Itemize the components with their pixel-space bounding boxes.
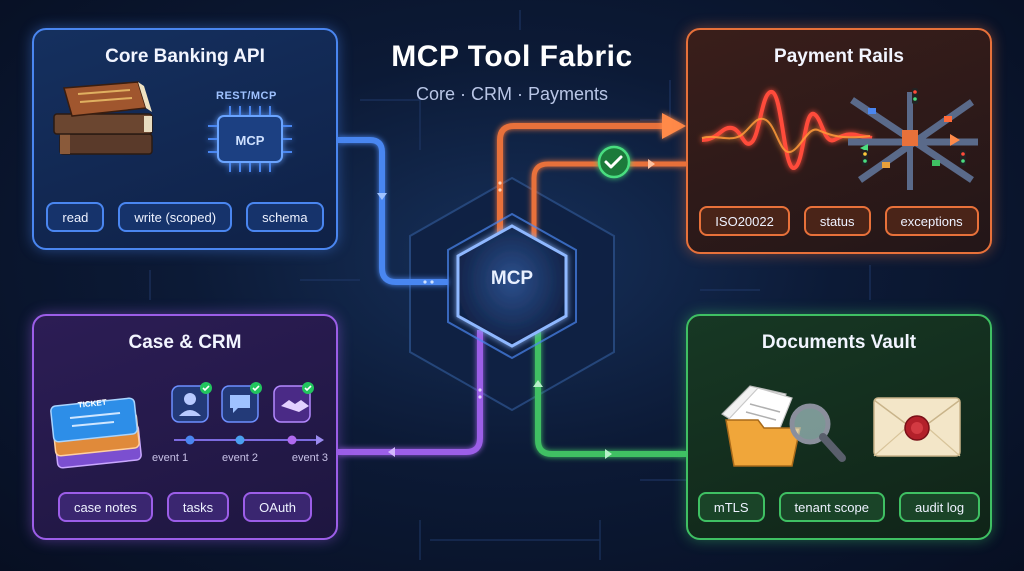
chip-case-notes[interactable]: case notes (57, 492, 153, 522)
documents-connector (535, 330, 686, 457)
card-title: Payment Rails (774, 46, 904, 67)
flow-marker (648, 159, 655, 169)
card-title: Documents Vault (761, 332, 917, 353)
chip-write-scoped[interactable]: write (scoped) (118, 202, 233, 232)
chip-tasks[interactable]: tasks (166, 492, 230, 522)
event-2-label: event 2 (221, 452, 259, 464)
handshake-icon (273, 385, 311, 423)
crm-chips: case notes tasks OAuth (34, 492, 336, 522)
event-labels: event 1 event 2 event 3 (152, 452, 328, 464)
waveform-icon (701, 90, 873, 171)
crm-connector (338, 330, 483, 455)
flow-marker (377, 193, 387, 200)
ticket-icon (50, 397, 142, 469)
chip-mtls[interactable]: mTLS (697, 492, 765, 522)
core-chips: read write (scoped) schema (34, 202, 336, 232)
chat-icon (221, 385, 259, 423)
chip-read[interactable]: read (46, 202, 105, 232)
flow-marker (605, 449, 612, 459)
chip-status[interactable]: status (803, 206, 871, 236)
card-core-banking[interactable]: Core Banking API REST/MCP MCP read w (32, 28, 338, 250)
circuit-background (149, 10, 871, 560)
crm-illustration: TICKET (50, 382, 324, 469)
flow-marker (388, 447, 395, 457)
page-subtitle: Core · CRM · Payments (415, 84, 609, 104)
sealed-envelope-icon (873, 397, 961, 457)
check-icon (597, 145, 631, 179)
magnifier-icon (789, 403, 846, 462)
chip-audit-log[interactable]: audit log (898, 492, 981, 522)
rest-mcp-label: REST/MCP (216, 90, 277, 102)
payments-chips: ISO20022 status exceptions (688, 206, 990, 236)
chip-tenant-scope[interactable]: tenant scope (778, 492, 885, 522)
payments-illustration (701, 88, 978, 190)
event-3-label: event 3 (291, 452, 328, 464)
chip-iso20022[interactable]: ISO20022 (699, 206, 790, 236)
card-case-crm[interactable]: Case & CRM TICKET (32, 314, 338, 540)
chip-oauth[interactable]: OAuth (243, 492, 313, 522)
chip-exceptions[interactable]: exceptions (884, 206, 979, 236)
event-1-label: event 1 (152, 452, 189, 464)
hub-inner-hexagon (456, 224, 568, 348)
traffic-network-icon (848, 88, 978, 190)
card-payment-rails[interactable]: Payment Rails ISO20022 status excepti (686, 28, 992, 254)
books-icon (53, 81, 153, 155)
card-title: Core Banking API (105, 46, 265, 67)
title-block: MCP Tool Fabric Core · CRM · Payments (362, 40, 662, 105)
chip-schema[interactable]: schema (246, 202, 324, 232)
card-title: Case & CRM (128, 332, 242, 353)
check-icon (200, 382, 314, 394)
core-illustration (53, 81, 292, 172)
user-icon (171, 385, 209, 423)
hub-label[interactable]: MCP (490, 268, 534, 289)
flow-marker (533, 380, 543, 387)
arrow-right-icon (662, 113, 686, 139)
payments-connector (497, 123, 664, 238)
documents-illustration (721, 385, 961, 467)
page-title: MCP Tool Fabric (391, 40, 633, 73)
core-connector (338, 137, 448, 285)
chip-text: MCP (235, 133, 265, 148)
folder-icon (721, 385, 801, 467)
ticket-text: TICKET (77, 398, 107, 410)
chip-icon (208, 106, 292, 172)
card-documents-vault[interactable]: Documents Vault mTLS tenant scope audit … (686, 314, 992, 540)
documents-chips: mTLS tenant scope audit log (688, 492, 990, 522)
